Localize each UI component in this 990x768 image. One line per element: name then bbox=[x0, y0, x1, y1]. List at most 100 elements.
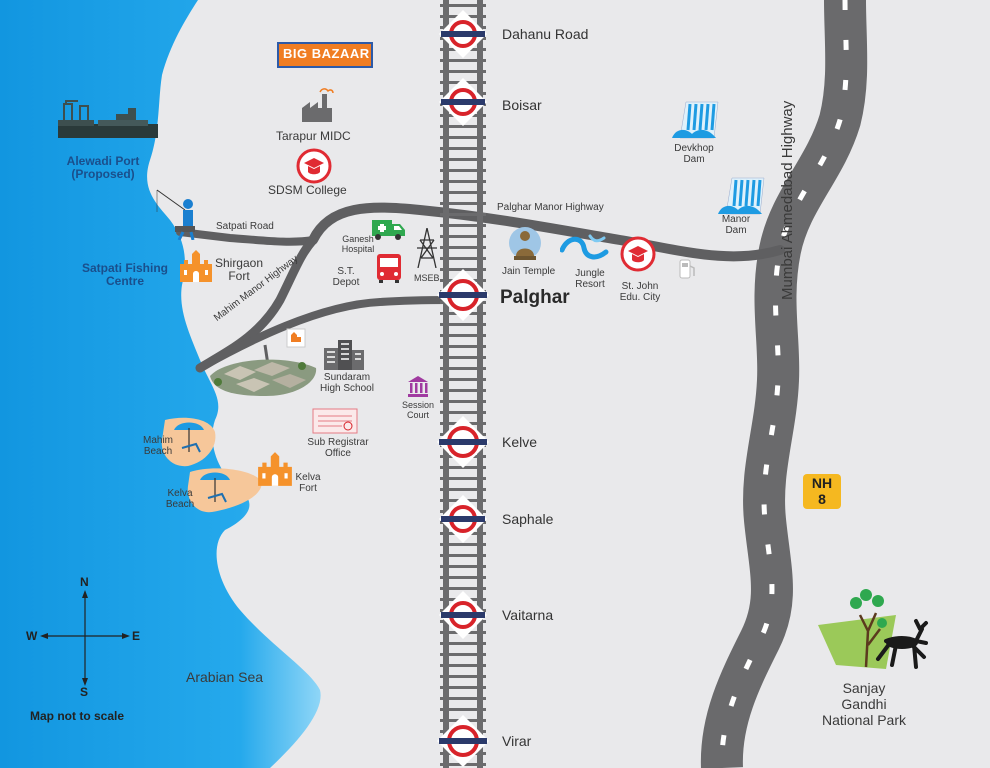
railway-sleeper bbox=[440, 675, 486, 678]
label-st-depot: S.T. Depot bbox=[332, 266, 360, 288]
railway-sleeper bbox=[440, 653, 486, 656]
railway-sleeper bbox=[440, 686, 486, 689]
station-marker-dahanu-road bbox=[439, 10, 487, 58]
nh-badge-number: 8 bbox=[818, 491, 826, 507]
beach-umbrella-icon bbox=[174, 422, 204, 453]
railway-sleeper bbox=[440, 400, 486, 403]
railway-sleeper bbox=[440, 59, 486, 62]
railway-sleeper bbox=[440, 191, 486, 194]
station-marker-vaitarna bbox=[439, 591, 487, 639]
bus-icon bbox=[377, 254, 401, 283]
highway-lane-markings bbox=[719, 0, 849, 768]
palghar-manor-highway-road bbox=[308, 202, 785, 262]
railway-sleeper bbox=[440, 708, 486, 711]
railway-sleeper bbox=[440, 378, 486, 381]
nh-badge-text: NH bbox=[811, 475, 833, 491]
railway-sleeper bbox=[440, 356, 486, 359]
railway-sleeper bbox=[440, 224, 486, 227]
palghar-link-road bbox=[196, 296, 454, 372]
compass-s: S bbox=[80, 685, 89, 699]
label-sub-registrar-office: Sub Registrar Office bbox=[307, 437, 369, 459]
railway-sleeper bbox=[440, 136, 486, 139]
railway-sleeper bbox=[440, 70, 486, 73]
beach-umbrella-icon-2 bbox=[200, 472, 230, 503]
railway-sleeper bbox=[440, 367, 486, 370]
ship-icon bbox=[58, 100, 158, 138]
graduation-cap-icon bbox=[296, 148, 332, 184]
railway-sleeper bbox=[440, 664, 486, 667]
nh8-badge: NH 8 bbox=[803, 474, 841, 509]
compass-w: W bbox=[26, 629, 38, 643]
railway-sleeper bbox=[440, 180, 486, 183]
dam-icon-2 bbox=[718, 177, 765, 215]
station-label-virar: Virar bbox=[502, 733, 532, 749]
railway-sleeper bbox=[440, 158, 486, 161]
label-manor-dam: Manor Dam bbox=[721, 214, 751, 236]
railway-sleeper bbox=[440, 697, 486, 700]
label-shirgaon-fort: Shirgaon Fort bbox=[214, 256, 264, 284]
label-session-court: Session Court bbox=[401, 400, 435, 420]
fuel-pump-icon bbox=[679, 259, 695, 279]
railway-sleeper bbox=[440, 389, 486, 392]
railway-sleeper bbox=[440, 488, 486, 491]
label-jungle-resort: Jungle Resort bbox=[575, 268, 605, 290]
label-ganesh-hospital: Ganesh Hospital bbox=[341, 234, 375, 254]
big-bazaar-logo: BIG BAZAAR bbox=[277, 42, 373, 68]
station-marker-virar bbox=[437, 715, 489, 767]
castle-icon bbox=[180, 250, 212, 282]
label-sundaram-high-school: Sundaram High School bbox=[320, 372, 374, 394]
railway-sleeper bbox=[440, 246, 486, 249]
railway-sleeper bbox=[440, 543, 486, 546]
railway-sleeper bbox=[440, 125, 486, 128]
station-label-dahanu-road: Dahanu Road bbox=[502, 26, 589, 42]
road-label-palghar-manor-highway: Palghar Manor Highway bbox=[497, 202, 604, 213]
project-marker-icon bbox=[286, 328, 306, 348]
railway-sleeper bbox=[440, 411, 486, 414]
road-label-satpati-road: Satpati Road bbox=[216, 221, 274, 232]
national-park-icon bbox=[818, 589, 928, 669]
jain-temple-icon bbox=[509, 227, 541, 260]
ambulance-icon bbox=[372, 220, 405, 240]
school-building-icon bbox=[324, 340, 364, 370]
railway-sleeper bbox=[440, 202, 486, 205]
court-icon bbox=[408, 376, 428, 397]
railway-sleeper bbox=[440, 642, 486, 645]
label-satpati-fishing-centre: Satpati Fishing Centre bbox=[81, 261, 168, 289]
railway-sleeper bbox=[440, 169, 486, 172]
railway-sleeper bbox=[440, 213, 486, 216]
label-sanjay-gandhi-national-park: Sanjay Gandhi National Park bbox=[821, 680, 907, 729]
compass-e: E bbox=[132, 629, 141, 643]
label-st-john-edu-city: St. John Edu. City bbox=[619, 281, 661, 303]
railway-sleeper bbox=[440, 576, 486, 579]
fisherman-icon bbox=[156, 189, 195, 240]
railway-sleeper bbox=[440, 235, 486, 238]
railway-sleeper bbox=[440, 147, 486, 150]
railway-sleeper bbox=[440, 587, 486, 590]
factory-icon bbox=[302, 88, 334, 122]
label-arabian-sea: Arabian Sea bbox=[186, 669, 264, 685]
station-label-boisar: Boisar bbox=[502, 97, 542, 113]
big-bazaar-logo-text: BIG BAZAAR bbox=[283, 46, 370, 61]
label-kelva-beach: Kelva Beach bbox=[165, 488, 195, 510]
label-devkhop-dam: Devkhop Dam bbox=[674, 143, 714, 165]
station-label-vaitarna: Vaitarna bbox=[502, 607, 554, 623]
wave-icon bbox=[560, 234, 609, 260]
power-tower-icon bbox=[417, 228, 437, 268]
railway-sleeper bbox=[440, 554, 486, 557]
label-mahim-beach: Mahim Beach bbox=[142, 435, 173, 457]
label-kelva-fort: Kelva Fort bbox=[295, 472, 321, 494]
dam-icon bbox=[672, 101, 719, 139]
label-mseb: MSEB bbox=[414, 273, 440, 283]
railway-sleeper bbox=[440, 257, 486, 260]
station-marker-kelve bbox=[437, 416, 489, 468]
station-marker-boisar bbox=[439, 78, 487, 126]
compass-n: N bbox=[80, 575, 89, 589]
scale-note: Map not to scale bbox=[30, 709, 125, 723]
station-label-palghar: Palghar bbox=[500, 287, 570, 308]
station-marker-palghar bbox=[437, 269, 489, 321]
label-jain-temple: Jain Temple bbox=[502, 266, 556, 277]
document-stamp-icon bbox=[312, 408, 358, 434]
station-marker-saphale bbox=[439, 495, 487, 543]
